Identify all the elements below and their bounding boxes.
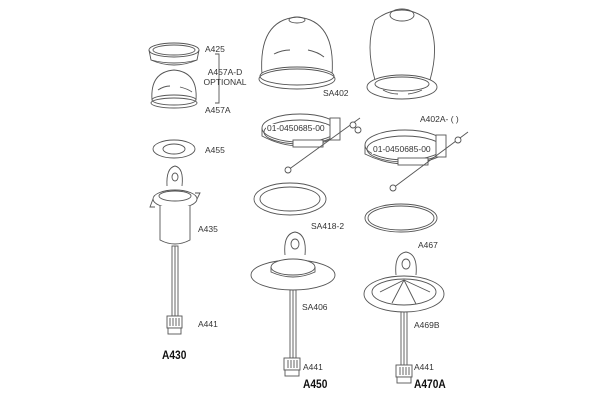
label-a455: A455	[205, 145, 225, 155]
label-a441-3: A441	[414, 362, 434, 372]
label-a441-2: A441	[303, 362, 323, 372]
sa418-gasket	[253, 182, 327, 216]
label-a425: A425	[205, 44, 225, 54]
label-clamp-2: 01-0450685-00	[372, 144, 432, 154]
label-a441-1: A441	[198, 319, 218, 329]
model-a470a: A470A	[414, 377, 446, 391]
label-clamp-1: 01-0450685-00	[266, 123, 326, 133]
a435-base	[149, 165, 201, 335]
label-a457a: A457A	[205, 105, 231, 115]
label-sa406: SA406	[302, 302, 328, 312]
label-a457a-d: A457A-D	[207, 67, 243, 77]
label-optional: OPTIONAL	[203, 77, 247, 87]
sa406-base	[250, 231, 336, 377]
a425-ring	[148, 42, 200, 66]
optional-bracket	[215, 53, 220, 104]
label-sa418-2: SA418-2	[311, 221, 345, 231]
label-sa402: SA402	[323, 88, 349, 98]
label-a467: A467	[418, 240, 438, 250]
a402a-dome	[366, 8, 438, 100]
model-a450: A450	[303, 377, 328, 391]
a457a-dome	[150, 69, 198, 109]
sa402-dome	[258, 16, 336, 90]
a469b-base	[363, 251, 445, 384]
label-a469b: A469B	[414, 320, 440, 330]
label-a435: A435	[198, 224, 218, 234]
a467-oring	[364, 203, 438, 233]
clamp-2	[354, 126, 469, 192]
a455-gasket	[152, 139, 196, 159]
model-a430: A430	[162, 348, 187, 362]
label-a402a: A402A- ( )	[420, 114, 459, 124]
